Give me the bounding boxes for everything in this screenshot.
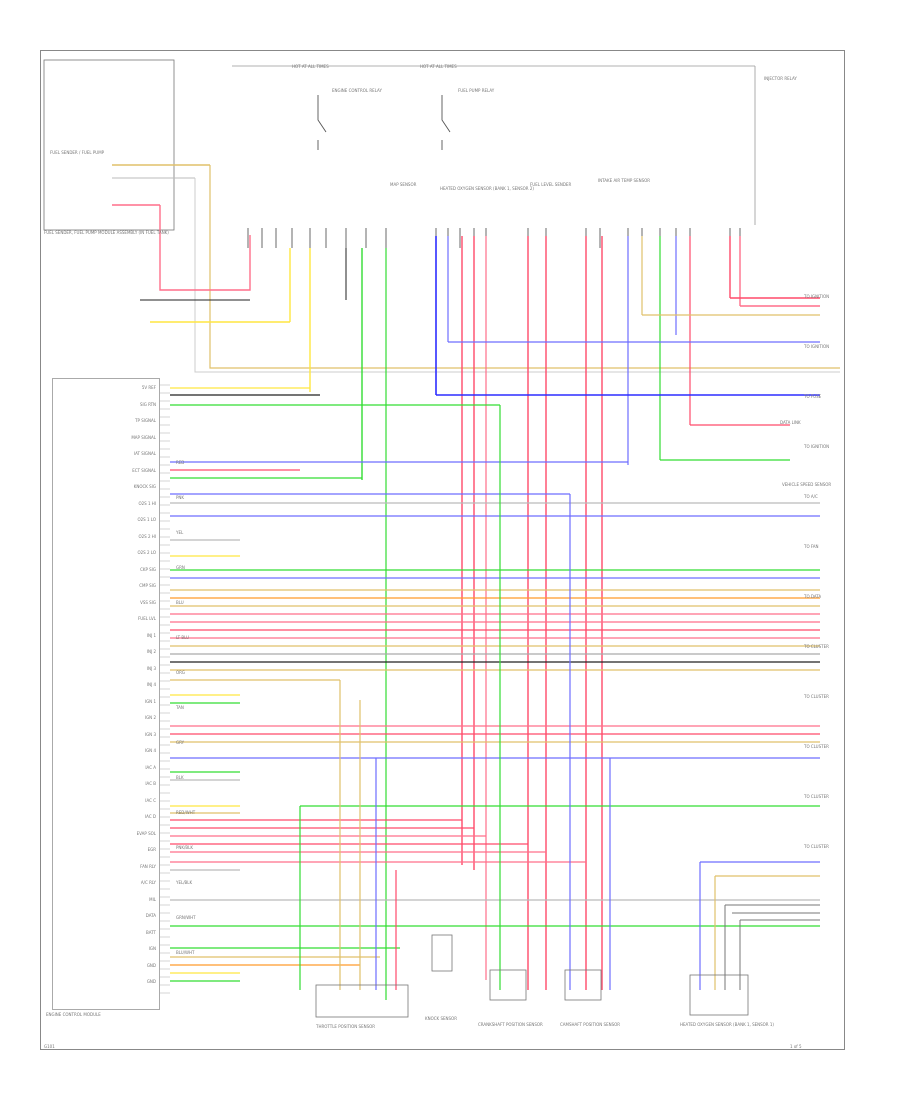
- ecm-pin-label: IGN 4: [144, 748, 156, 753]
- wire-color-label: RED: [176, 460, 185, 465]
- diagram-frame: [40, 50, 845, 1050]
- data-link-label: DATA LINK: [780, 420, 801, 425]
- wire-color-label: ORG: [176, 670, 186, 675]
- wire-color-label: GRY: [176, 740, 185, 745]
- wire-color-label: RED/WHT: [176, 810, 196, 815]
- cam-sensor-box: [564, 969, 602, 1001]
- ecm-pin-label: A/C RLY: [140, 880, 156, 885]
- wire-color-label: YEL/BLK: [176, 880, 193, 885]
- ecm-pin-label: O2S 2 LO: [137, 550, 156, 555]
- wire-color-label: BLU/WHT: [176, 950, 195, 955]
- map-sensor-label: MAP SENSOR: [390, 182, 417, 187]
- relay-switch: [317, 95, 327, 133]
- ecm-pin-label: ECT SIGNAL: [132, 467, 156, 473]
- ecm-pin-label: INJ 1: [146, 632, 156, 638]
- fuel-sender-label: FUEL SENDER / FUEL PUMP: [50, 150, 105, 155]
- wire-color-label: PNK/BLK: [176, 845, 193, 850]
- ecm-pin-label: MAP SIGNAL: [131, 434, 156, 440]
- ecm-pin-label: GND: [146, 962, 156, 968]
- ground-label: G101: [44, 1044, 55, 1049]
- page-ref-label: 1 of 5: [790, 1044, 802, 1049]
- ecm-pin-label: IGN 1: [144, 698, 156, 704]
- ecm-pin-label: SIG RTN: [139, 401, 156, 407]
- ecm-pin-label: INJ 2: [146, 649, 156, 654]
- o2-sensor-box: [689, 974, 749, 1016]
- right-reference-label: TO FAN: [804, 544, 819, 549]
- right-reference-label: TO CLUSTER: [804, 844, 829, 849]
- ecm-pin-label: GND: [146, 979, 156, 984]
- wire-color-label: BLK: [176, 775, 184, 780]
- ecm-pin-label: TP SIGNAL: [135, 418, 156, 423]
- ecm-pin-label: CMP SIG: [139, 583, 156, 588]
- wire-tan-run: [209, 165, 840, 369]
- right-reference-label: TO IGNITION: [804, 344, 830, 349]
- ecm-pin-label: CKP SIG: [140, 566, 156, 572]
- ecm-pin-label: BATT: [146, 929, 156, 935]
- ecm-box: [52, 378, 160, 1010]
- crank-sensor-label: CRANKSHAFT POSITION SENSOR: [478, 1022, 543, 1027]
- ecm-pin-label: FUEL LVL: [137, 616, 156, 621]
- fuel-level-label: FUEL LEVEL SENDER: [530, 182, 572, 187]
- right-reference-label: TO CLUSTER: [804, 694, 829, 699]
- wire-color-label: GRN: [176, 565, 185, 570]
- right-reference-label: TO CLUSTER: [804, 644, 829, 649]
- ecm-pin-label: IAC C: [145, 797, 156, 803]
- engine-control-relay-label: ENGINE CONTROL RELAY: [332, 88, 382, 93]
- wire-color-label: BLU: [176, 600, 184, 605]
- right-reference-label: TO IGNITION: [804, 294, 830, 299]
- wire-gray-run: [194, 178, 840, 373]
- ecm-pin-label: IGN: [148, 946, 156, 951]
- right-reference-label: TO A/C: [804, 494, 818, 499]
- ecm-pin-label: IAC D: [145, 814, 156, 819]
- ecm-pin-label: O2S 2 HI: [138, 533, 156, 539]
- ecm-pin-label: IAC B: [145, 781, 156, 786]
- vss-label: VEHICLE SPEED SENSOR: [782, 482, 832, 487]
- right-reference-label: TO IGNITION: [804, 444, 830, 449]
- crank-sensor-box: [489, 969, 527, 1001]
- throttle-sensor-label: THROTTLE POSITION SENSOR: [316, 1024, 376, 1029]
- right-reference-label: TO CLUSTER: [804, 744, 829, 749]
- injector-relay-label: INJECTOR RELAY: [764, 76, 797, 81]
- wire-color-label: LT BLU: [176, 635, 190, 640]
- ecm-pin-label: VSS SIG: [140, 599, 156, 605]
- knock-sensor-box: [431, 934, 453, 972]
- ecm-pin-label: KNOCK SIG: [133, 484, 156, 489]
- ecm-pin-label: 5V REF: [141, 385, 156, 390]
- wire-color-label: GRN/WHT: [176, 915, 196, 920]
- ecm-pin-label: IGN 3: [144, 731, 156, 737]
- fuel-sender-box: [43, 59, 175, 231]
- wire-pink-run: [159, 205, 251, 291]
- ecm-pin-label: O2S 1 LO: [137, 517, 156, 522]
- knock-sensor-label: KNOCK SENSOR: [425, 1016, 457, 1021]
- throttle-sensor-box: [315, 984, 409, 1018]
- ecm-pin-label: INJ 4: [146, 682, 156, 687]
- cam-sensor-label: CAMSHAFT POSITION SENSOR: [560, 1022, 621, 1027]
- power-dist-label-left: HOT AT ALL TIMES: [292, 64, 329, 69]
- fuel-pump-relay-label: FUEL PUMP RELAY: [458, 88, 495, 93]
- ecm-pin-label: IAC A: [145, 764, 156, 770]
- ecm-pin-label: FAN RLY: [140, 863, 156, 869]
- ecm-pin-label: EVAP SOL: [136, 830, 156, 836]
- ecm-pin-label: MIL: [149, 896, 156, 902]
- ecm-pin-label: INJ 3: [146, 665, 156, 671]
- power-dist-label-right: HOT AT ALL TIMES: [420, 64, 457, 69]
- ecm-pin-label: O2S 1 HI: [138, 500, 156, 506]
- o2-sensor-2-label: HEATED OXYGEN SENSOR (BANK 1, SENSOR 2): [440, 186, 534, 191]
- ecm-pin-label: IAT SIGNAL: [133, 451, 156, 456]
- ecm-pin-label: DATA: [145, 913, 156, 918]
- fuel-pump-module-label: FUEL SENDER, FUEL PUMP MODULE ASSEMBLY (…: [44, 230, 169, 235]
- wire-color-label: TAN: [176, 705, 184, 710]
- o2-sensor-label: HEATED OXYGEN SENSOR (BANK 1, SENSOR 1): [680, 1022, 774, 1027]
- iat-sensor-label: INTAKE AIR TEMP SENSOR: [598, 178, 651, 183]
- right-reference-label: TO CLUSTER: [804, 794, 829, 799]
- right-reference-label: TO DATA: [804, 594, 822, 599]
- right-reference-label: TO FUSE: [804, 394, 822, 399]
- relay-switch: [441, 95, 451, 133]
- ecm-pin-label: IGN 2: [144, 715, 156, 720]
- wire-color-label: PNK: [176, 495, 185, 500]
- ecm-pin-label: EGR: [147, 847, 156, 852]
- wire-color-label: YEL: [176, 530, 184, 535]
- ecm-label: ENGINE CONTROL MODULE: [46, 1012, 101, 1017]
